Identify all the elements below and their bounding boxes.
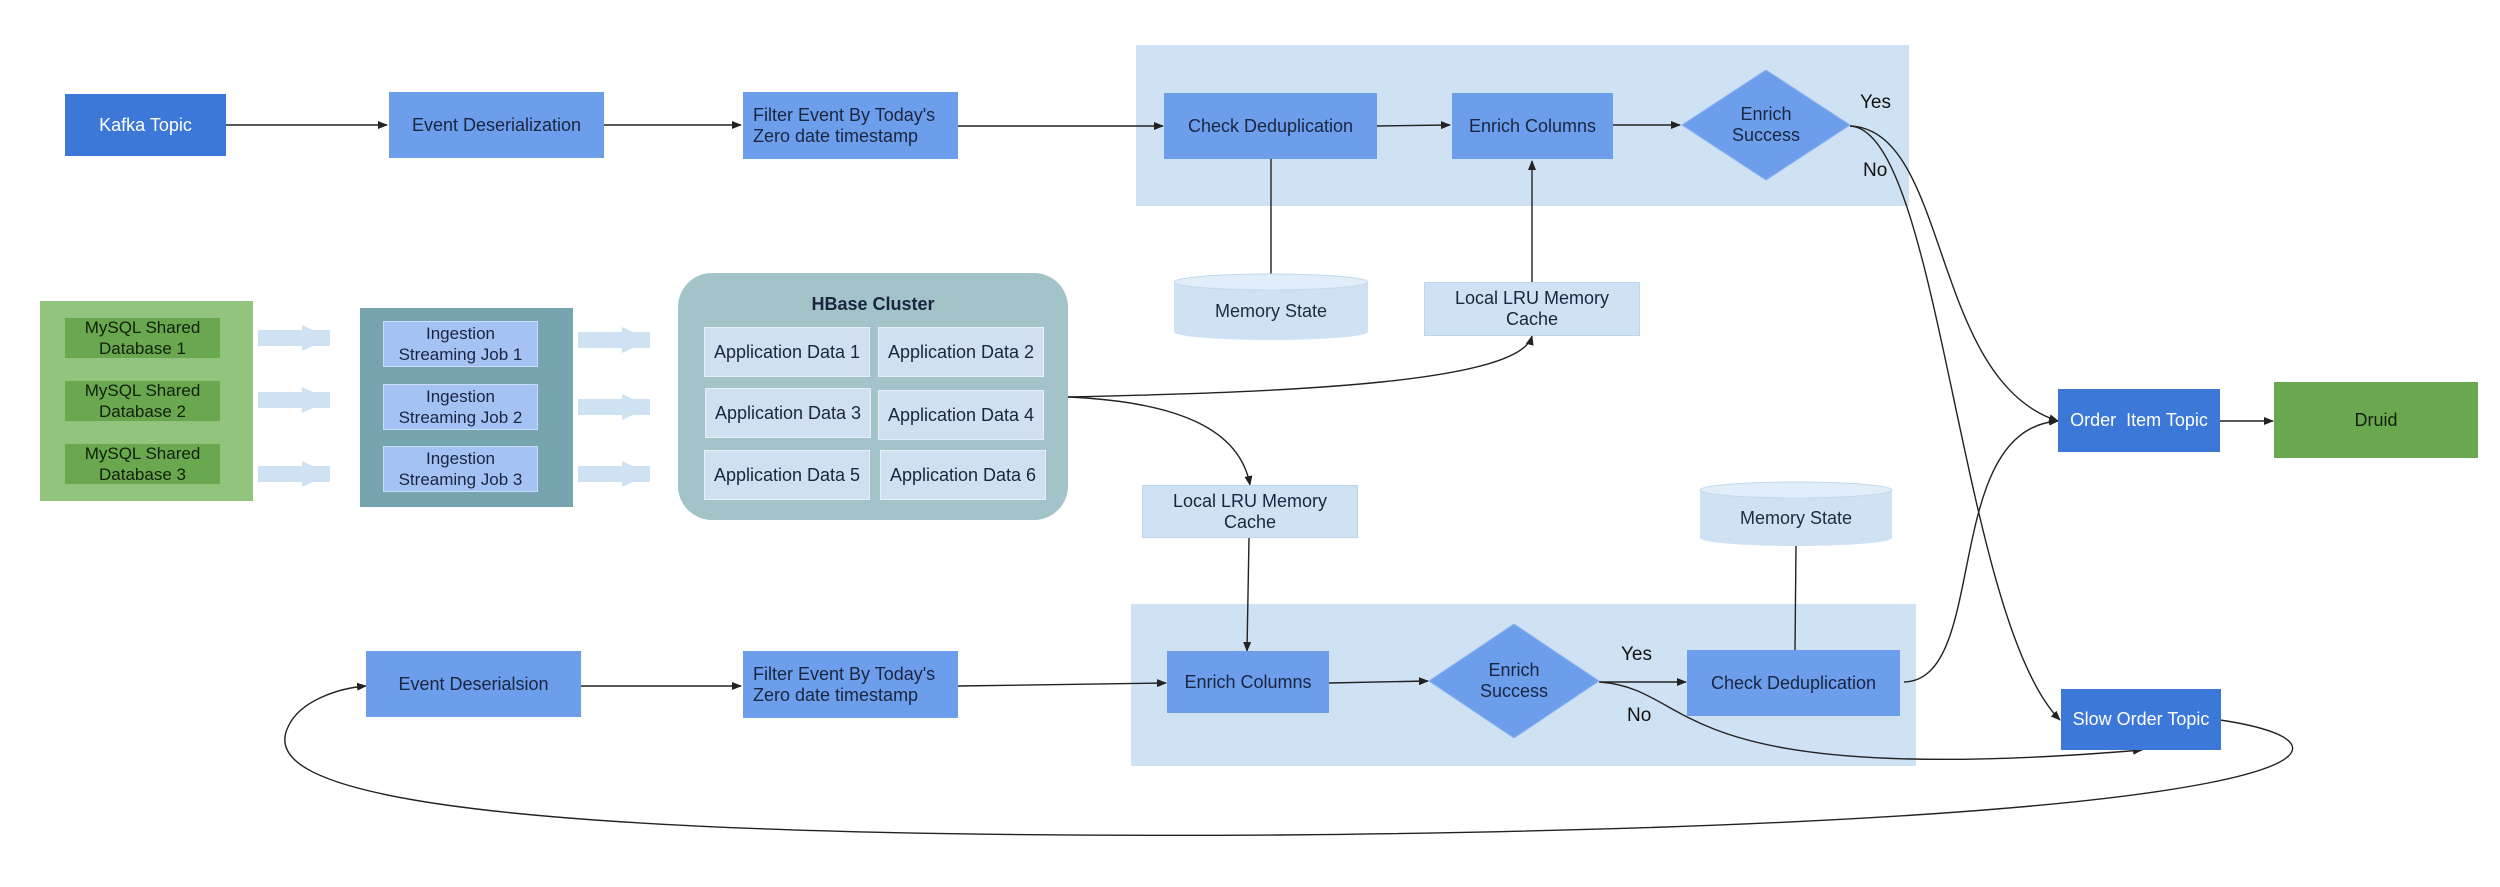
order-item-topic-label: Order Item Topic [2070, 410, 2208, 430]
connector [1243, 537, 1252, 652]
memory-state-text: Memory State [1214, 300, 1328, 321]
mysql-label-line1: MySQL Shared [84, 381, 201, 400]
job-label-line2: Streaming Job 3 [398, 470, 523, 489]
job-label-line2: Streaming Job 2 [398, 408, 523, 427]
check-deduplication-node-bottom: Check Deduplication [1687, 650, 1900, 716]
enrich-columns-label: Enrich Columns [1468, 115, 1597, 136]
enrich-columns-label: Enrich Columns [1184, 671, 1312, 692]
druid-node: Druid [2274, 382, 2478, 458]
lru-label-line2: Cache [1223, 511, 1276, 532]
enrich-columns-node-bottom: Enrich Columns [1167, 651, 1329, 713]
enrich-success-line2: Success [1479, 681, 1549, 701]
slow-order-topic-label: Slow Order Topic [2072, 709, 2210, 729]
connector [1376, 121, 1451, 130]
application-data-3: Application Data 3 [705, 388, 871, 438]
connector [1794, 544, 1797, 651]
slow-order-topic-node: Slow Order Topic [2061, 689, 2221, 750]
lru-label-line2: Cache [1505, 309, 1558, 329]
memory-state-cylinder-top [1173, 273, 1369, 340]
job-label-line1: Ingestion [425, 387, 495, 406]
filter-event-label-line2: Zero date timestamp [753, 684, 919, 705]
mysql-label-line2: Database 2 [99, 402, 186, 421]
connector [284, 682, 2294, 836]
order-item-topic-node: Order Item Topic [2058, 389, 2220, 452]
check-deduplication-node-top: Check Deduplication [1164, 93, 1377, 159]
kafka-topic-node: Kafka Topic [65, 94, 226, 156]
memory-state-label-top: Memory State [1174, 294, 1368, 328]
memory-state-cylinder-bottom [1699, 481, 1893, 546]
event-deserialsion-label: Event Deserialsion [398, 673, 549, 694]
filter-event-label-line1: Filter Event By Today's [753, 104, 936, 125]
connector [1849, 125, 2061, 721]
enrich-success-diamond-top [1681, 69, 1851, 181]
filter-event-label-line1: Filter Event By Today's [753, 663, 936, 684]
no-label-bottom: No [1627, 705, 1652, 726]
filter-event-label-line2: Zero date timestamp [753, 125, 919, 146]
connector [1903, 417, 2059, 683]
yes-label-top: Yes [1860, 92, 1891, 113]
connector [1849, 125, 2059, 423]
connector [1067, 396, 1253, 486]
event-deserialization-label: Event Deserialization [411, 114, 582, 135]
check-deduplication-label: Check Deduplication [1710, 672, 1877, 693]
application-data-1: Application Data 1 [704, 327, 870, 377]
event-deserialsion-node: Event Deserialsion [366, 651, 581, 717]
event-deserialization-node: Event Deserialization [389, 92, 604, 158]
job-label-line1: Ingestion [425, 449, 495, 468]
enrich-success-diamond-bottom [1428, 623, 1600, 739]
no-label-top: No [1863, 160, 1888, 181]
enrich-success-line2: Success [1731, 125, 1801, 145]
application-data-5: Application Data 5 [704, 450, 870, 500]
job-label-line2: Streaming Job 1 [398, 345, 523, 364]
mysql-label-line2: Database 1 [99, 339, 186, 358]
kafka-topic-label: Kafka Topic [99, 114, 192, 135]
connector [1599, 681, 2143, 761]
memory-state-label-bottom: Memory State [1700, 500, 1892, 536]
application-data-6: Application Data 6 [880, 450, 1046, 500]
connector [1328, 677, 1429, 686]
memory-state-text: Memory State [1739, 507, 1853, 528]
mysql-label-line1: MySQL Shared [84, 318, 201, 337]
lru-label-line1: Local LRU Memory [1172, 490, 1328, 511]
yes-label-bottom: Yes [1621, 644, 1652, 665]
mysql-label-line1: MySQL Shared [84, 444, 201, 463]
check-deduplication-label: Check Deduplication [1187, 115, 1354, 136]
application-data-4: Application Data 4 [878, 390, 1044, 440]
enrich-columns-node-top: Enrich Columns [1452, 93, 1613, 159]
application-data-2: Application Data 2 [878, 327, 1044, 377]
mysql-label-line2: Database 3 [99, 465, 186, 484]
connector [957, 679, 1167, 688]
connector [1067, 335, 1534, 398]
enrich-success-line1: Enrich [1488, 660, 1540, 680]
job-label-line1: Ingestion [425, 324, 495, 343]
hbase-cluster-title: HBase Cluster [811, 293, 935, 314]
lru-label-line1: Local LRU Memory [1454, 288, 1610, 308]
enrich-success-line1: Enrich [1740, 104, 1792, 124]
druid-label: Druid [2354, 409, 2398, 430]
